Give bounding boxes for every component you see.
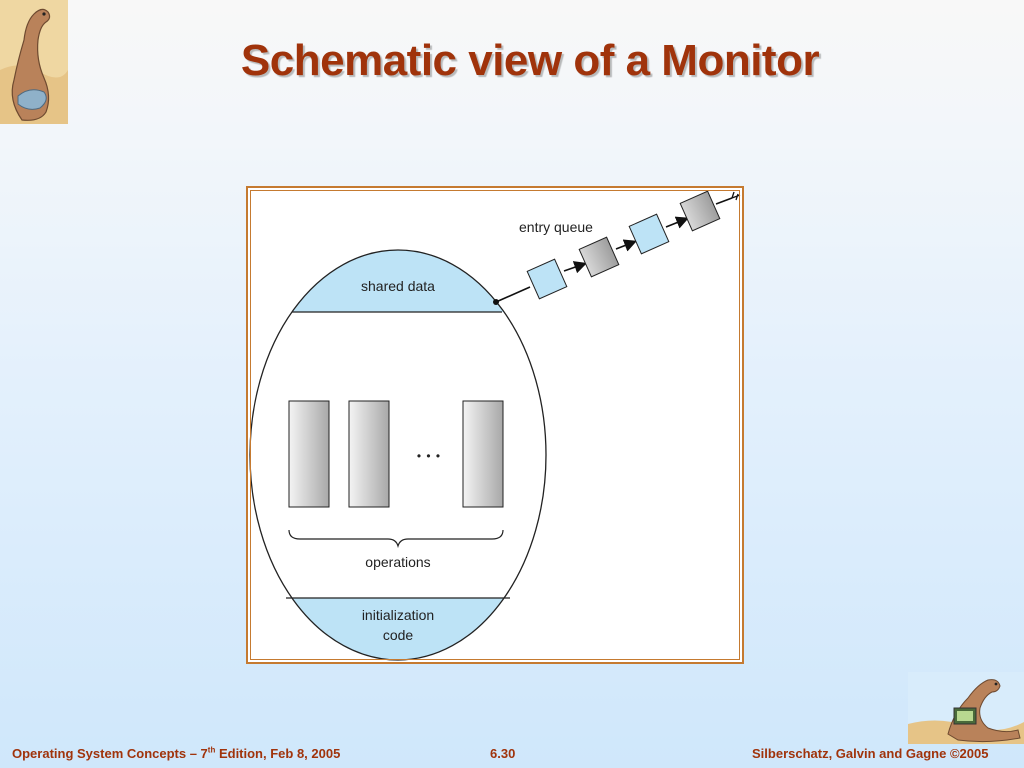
monitor-oval [249, 249, 547, 661]
operation-box [348, 400, 390, 508]
dinosaur-logo-top [0, 0, 68, 124]
queue-arrow [563, 261, 588, 274]
queue-ground-symbol [731, 191, 741, 201]
entry-queue-label: entry queue [519, 219, 593, 235]
queue-process-box [578, 236, 620, 278]
footer-course-info: Operating System Concepts – 7th Edition,… [12, 745, 341, 761]
operation-box [288, 400, 330, 508]
initialization-code-label-line1: initialization [362, 607, 434, 623]
monitor-diagram: shared data • • • operations initializat… [249, 190, 741, 661]
operation-box [462, 400, 504, 508]
ellipsis-label: • • • [417, 449, 441, 463]
queue-process-box [628, 213, 670, 255]
slide-title: Schematic view of a Monitor [240, 36, 820, 85]
operations-label: operations [365, 554, 430, 570]
queue-link [495, 286, 531, 303]
footer-copyright: Silberschatz, Galvin and Gagne ©2005 [752, 746, 989, 761]
queue-attach-dot [493, 299, 499, 305]
queue-arrow [615, 239, 637, 252]
shared-data-label: shared data [361, 278, 435, 294]
initialization-code-label-line2: code [383, 627, 414, 643]
figure-frame: shared data • • • operations initializat… [246, 186, 744, 664]
queue-link [715, 197, 733, 205]
shared-data-region [250, 250, 546, 312]
initialization-code-region [250, 598, 546, 660]
queue-process-box [679, 190, 721, 232]
operations-brace [288, 529, 504, 549]
footer-page-number: 6.30 [490, 746, 516, 761]
dinosaur-logo-bottom [908, 672, 1024, 744]
queue-arrow [665, 216, 689, 229]
queue-process-box [526, 258, 568, 300]
